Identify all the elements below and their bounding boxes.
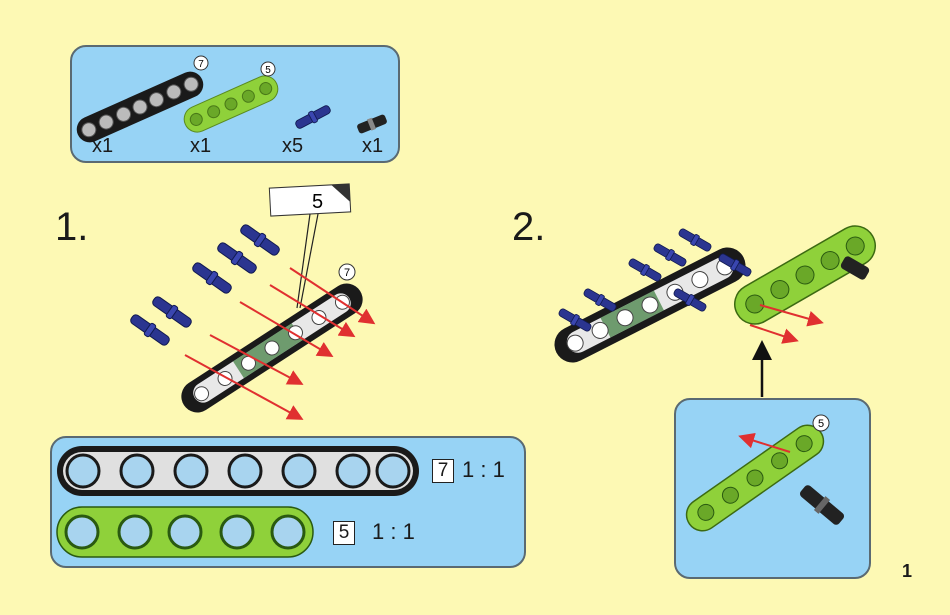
quantity-black-pin: x1 (362, 135, 384, 157)
sub-length-badge-text: 5 (818, 418, 824, 430)
black-pin-part (357, 114, 387, 134)
scale-beam-5 (56, 506, 314, 558)
page-number: 1 (902, 561, 913, 581)
blue-pin-part (293, 102, 333, 132)
quantity-lime-beam: x1 (190, 135, 212, 157)
length-badge-7 (193, 55, 209, 71)
step2-black-beam (554, 247, 746, 363)
lime-beam-5-part (183, 75, 279, 133)
sub-length-badge (812, 414, 830, 432)
step1-insert-arrows (184, 267, 376, 420)
black-beam-7-part (76, 71, 204, 143)
step2-subassembly-panel (674, 398, 871, 579)
scale-length-7: 7 (432, 459, 454, 483)
step2-black-pin (840, 256, 870, 280)
step1-length-badge (338, 263, 356, 281)
step-2-number: 2. (512, 205, 546, 249)
step1-blue-pins (127, 221, 283, 349)
length-badge-5-text: 5 (265, 65, 271, 76)
scale-ratio-5: 1 : 1 (372, 519, 415, 544)
step1-black-beam-7 (181, 283, 363, 413)
quantity-blue-pin: x5 (282, 135, 304, 157)
sub-black-pin (799, 485, 845, 525)
step-1-number: 1. (55, 205, 89, 249)
step1-length-badge-text: 7 (344, 267, 350, 279)
length-badge-5 (260, 61, 276, 77)
callout-count: 5 (312, 191, 323, 213)
scale-beam-7 (57, 446, 419, 496)
sub-lime-beam (685, 424, 825, 532)
quantity-black-beam: x1 (92, 135, 114, 157)
step2-lime-beam (734, 225, 876, 325)
scale-ratio-7: 1 : 1 (462, 457, 505, 482)
callout-box (268, 183, 352, 217)
step2-arrows (749, 304, 824, 344)
length-badge-7-text: 7 (198, 59, 204, 70)
sub-arrow (738, 432, 791, 453)
scale-length-5: 5 (333, 521, 355, 545)
